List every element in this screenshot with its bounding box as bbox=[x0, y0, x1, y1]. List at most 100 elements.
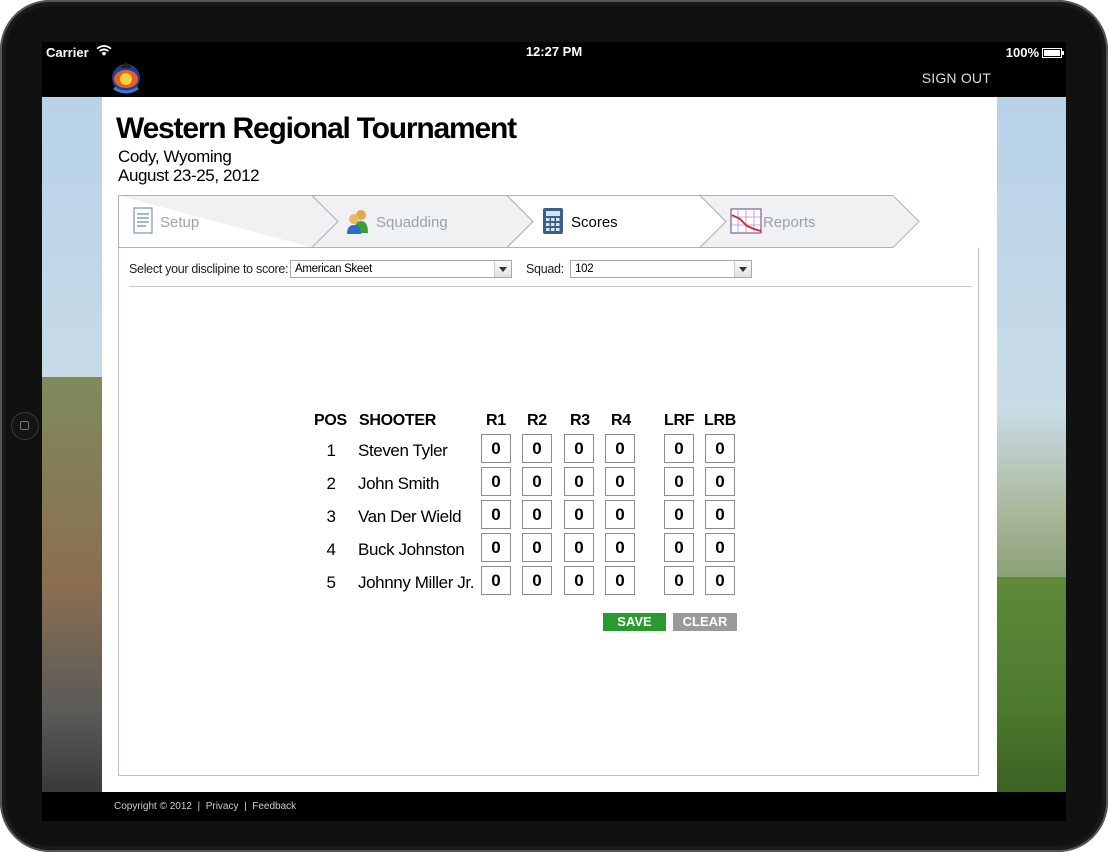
header-r4: R4 bbox=[611, 412, 631, 429]
filters-divider bbox=[129, 286, 972, 287]
score-input-r2[interactable]: 0 bbox=[522, 434, 552, 463]
footer-separator: | bbox=[197, 801, 201, 812]
header-r2: R2 bbox=[527, 412, 547, 429]
score-input-r4[interactable]: 0 bbox=[605, 566, 635, 595]
score-input-r3[interactable]: 0 bbox=[564, 566, 594, 595]
score-input-lrb[interactable]: 0 bbox=[705, 533, 735, 562]
score-input-r2[interactable]: 0 bbox=[522, 500, 552, 529]
workflow-tabs: Setup Squadding Scores bbox=[118, 195, 928, 248]
row-position: 2 bbox=[326, 474, 336, 493]
score-input-r2[interactable]: 0 bbox=[522, 533, 552, 562]
header-lrb: LRB bbox=[704, 412, 736, 429]
discipline-select[interactable]: American Skeet bbox=[290, 260, 512, 278]
tab-scores-label: Scores bbox=[571, 214, 618, 231]
row-position: 1 bbox=[326, 441, 336, 460]
status-time: 12:27 PM bbox=[525, 44, 583, 59]
score-input-lrf[interactable]: 0 bbox=[664, 434, 694, 463]
squad-select-value: 102 bbox=[575, 263, 594, 275]
shooter-name: John Smith bbox=[358, 474, 440, 493]
document-icon bbox=[131, 207, 155, 235]
event-dates: August 23-25, 2012 bbox=[118, 166, 260, 185]
header-r3: R3 bbox=[570, 412, 590, 429]
carrier-label: Carrier bbox=[46, 45, 89, 60]
header-pos: POS bbox=[314, 412, 347, 429]
event-location: Cody, Wyoming bbox=[118, 147, 232, 166]
score-input-r1[interactable]: 0 bbox=[481, 566, 511, 595]
score-input-lrb[interactable]: 0 bbox=[705, 467, 735, 496]
score-input-r3[interactable]: 0 bbox=[564, 500, 594, 529]
squad-select[interactable]: 102 bbox=[570, 260, 752, 278]
footer: Copyright © 2012 | Privacy | Feedback bbox=[42, 792, 1066, 821]
page-title: Western Regional Tournament bbox=[116, 112, 517, 145]
copyright-text: Copyright © 2012 bbox=[114, 801, 192, 812]
score-input-r1[interactable]: 0 bbox=[481, 467, 511, 496]
score-input-r3[interactable]: 0 bbox=[564, 434, 594, 463]
tab-squadding-label: Squadding bbox=[376, 214, 448, 231]
tab-scores[interactable]: Scores bbox=[538, 195, 713, 248]
background-scene-right bbox=[996, 577, 1066, 792]
score-input-r2[interactable]: 0 bbox=[522, 467, 552, 496]
score-input-r4[interactable]: 0 bbox=[605, 467, 635, 496]
tab-reports-label: Reports bbox=[763, 214, 816, 231]
score-input-lrf[interactable]: 0 bbox=[664, 533, 694, 562]
screen: Carrier 12:27 PM 100% SIGN OUT bbox=[42, 42, 1066, 821]
wifi-icon bbox=[96, 44, 112, 60]
score-input-lrb[interactable]: 0 bbox=[705, 566, 735, 595]
tab-setup-label: Setup bbox=[160, 214, 200, 231]
score-input-lrf[interactable]: 0 bbox=[664, 467, 694, 496]
row-position: 3 bbox=[326, 507, 336, 526]
score-input-r3[interactable]: 0 bbox=[564, 533, 594, 562]
chart-icon bbox=[730, 207, 762, 235]
score-input-lrb[interactable]: 0 bbox=[705, 434, 735, 463]
home-square-icon bbox=[20, 421, 29, 430]
clear-button[interactable]: CLEAR bbox=[673, 613, 737, 631]
clay-target-shooter-logo-icon[interactable] bbox=[106, 58, 146, 94]
row-position: 5 bbox=[326, 573, 336, 592]
top-nav-bar: SIGN OUT bbox=[42, 62, 1066, 97]
chevron-down-icon bbox=[494, 261, 511, 277]
header-r1: R1 bbox=[486, 412, 506, 429]
background-scene-left bbox=[42, 377, 102, 792]
score-input-lrf[interactable]: 0 bbox=[664, 500, 694, 529]
home-button[interactable] bbox=[11, 412, 39, 440]
row-position: 4 bbox=[326, 540, 336, 559]
score-input-r3[interactable]: 0 bbox=[564, 467, 594, 496]
squad-label: Squad: bbox=[526, 262, 564, 276]
tab-setup[interactable]: Setup bbox=[118, 195, 318, 248]
header-shooter: SHOOTER bbox=[359, 412, 437, 429]
chevron-down-icon bbox=[734, 261, 751, 277]
scores-content-panel: Select your disclipine to score: America… bbox=[118, 248, 979, 776]
score-input-r4[interactable]: 0 bbox=[605, 500, 635, 529]
sign-out-link[interactable]: SIGN OUT bbox=[921, 70, 991, 86]
privacy-link[interactable]: Privacy bbox=[205, 801, 239, 812]
footer-links: Copyright © 2012 | Privacy | Feedback bbox=[114, 801, 296, 812]
score-input-r4[interactable]: 0 bbox=[605, 533, 635, 562]
discipline-select-value: American Skeet bbox=[295, 263, 372, 275]
score-input-lrf[interactable]: 0 bbox=[664, 566, 694, 595]
calculator-icon bbox=[541, 207, 565, 235]
score-input-lrb[interactable]: 0 bbox=[705, 500, 735, 529]
main-panel: Western Regional Tournament Cody, Wyomin… bbox=[102, 97, 997, 792]
header-lrf: LRF bbox=[664, 412, 695, 429]
score-input-r1[interactable]: 0 bbox=[481, 533, 511, 562]
score-input-r2[interactable]: 0 bbox=[522, 566, 552, 595]
tab-squadding[interactable]: Squadding bbox=[343, 195, 523, 248]
battery-percent: 100% bbox=[1005, 45, 1039, 60]
shooter-name: Buck Johnston bbox=[358, 540, 465, 559]
battery-icon bbox=[1042, 47, 1064, 58]
shooter-name: Steven Tyler bbox=[358, 441, 448, 460]
tab-reports[interactable]: Reports bbox=[728, 195, 908, 248]
score-input-r1[interactable]: 0 bbox=[481, 434, 511, 463]
footer-separator: | bbox=[244, 801, 247, 812]
battery-indicator: 100% bbox=[1005, 45, 1064, 60]
users-icon bbox=[346, 207, 370, 235]
shooter-name: Van Der Wield bbox=[358, 507, 462, 526]
discipline-label: Select your disclipine to score: bbox=[129, 262, 289, 276]
status-bar: Carrier 12:27 PM 100% bbox=[42, 42, 1066, 62]
score-input-r4[interactable]: 0 bbox=[605, 434, 635, 463]
score-input-r1[interactable]: 0 bbox=[481, 500, 511, 529]
save-button[interactable]: SAVE bbox=[603, 613, 666, 631]
shooter-name: Johnny Miller Jr. bbox=[358, 573, 475, 592]
feedback-link[interactable]: Feedback bbox=[252, 801, 297, 812]
